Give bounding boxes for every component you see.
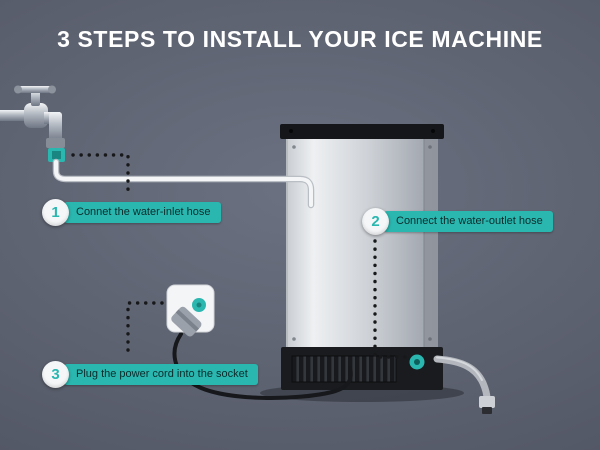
step-1-number-badge: 1 (42, 199, 69, 226)
dotted-connector-step1 (71, 153, 130, 199)
vent-grille (291, 355, 397, 383)
page-title: 3 STEPS TO INSTALL YOUR ICE MACHINE (57, 26, 543, 52)
dotted-connector-step3 (126, 301, 164, 357)
power-cord (172, 332, 353, 400)
dotted-connector-step2 (373, 239, 407, 359)
step-1-label: Connet the water-inlet hose (64, 202, 221, 223)
water-outlet-hose (433, 355, 495, 414)
step-2: 2 Connect the water-outlet hose (362, 208, 553, 235)
power-plug-icon (171, 306, 202, 337)
step-1: 1 Connet the water-inlet hose (42, 199, 221, 226)
step-2-number-badge: 2 (362, 208, 389, 235)
drain-connector (479, 396, 495, 408)
step-3-number-badge: 3 (42, 361, 69, 388)
water-outlet-marker (409, 354, 425, 370)
water-inlet-connector (48, 148, 65, 162)
water-inlet-hose (52, 158, 315, 209)
ice-machine-back (280, 124, 444, 390)
step-3-label: Plug the power cord into the socket (64, 364, 258, 385)
step-3: 3 Plug the power cord into the socket (42, 361, 258, 388)
step-2-label: Connect the water-outlet hose (384, 211, 553, 232)
faucet-icon (0, 85, 65, 148)
